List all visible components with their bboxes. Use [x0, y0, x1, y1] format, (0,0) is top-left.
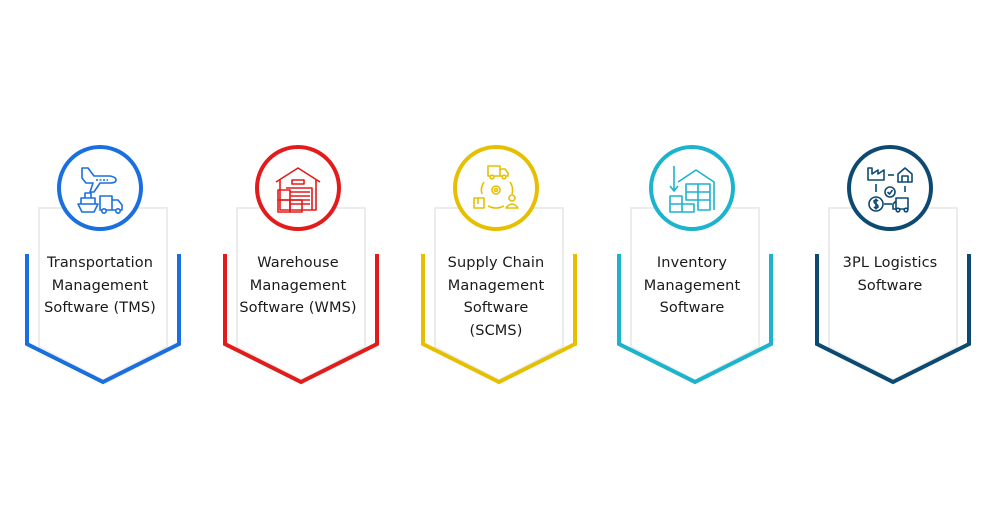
label-line: Management [643, 277, 741, 294]
card-label: Inventory Management Software [622, 252, 762, 320]
card-label: Warehouse Management Software (WMS) [228, 252, 368, 320]
card-tms: Transportation Management Software (TMS) [22, 140, 182, 390]
label-line: Supply Chain [447, 255, 545, 271]
label-line: 3PL Logistics [842, 255, 938, 271]
label-line: Management [249, 277, 347, 294]
card-label: Supply Chain Management Software (SCMS) [426, 252, 566, 342]
label-line: Software [463, 300, 529, 316]
3pl-logistics-icon [847, 145, 933, 231]
card-label: 3PL Logistics Software [820, 252, 960, 297]
card-frame [223, 207, 379, 385]
card-frame [25, 207, 181, 385]
transport-icon [57, 145, 143, 231]
supply-chain-icon [453, 145, 539, 231]
label-line: Software [857, 277, 923, 294]
label-line: Software (WMS) [239, 300, 357, 316]
card-inventory: Inventory Management Software [614, 140, 774, 390]
card-frame [815, 207, 971, 385]
label-line: Management [51, 277, 149, 294]
card-frame [617, 207, 773, 385]
inventory-icon [649, 145, 735, 231]
card-3pl: 3PL Logistics Software [812, 140, 972, 390]
label-line: Transportation [46, 255, 154, 271]
label-line: Management [447, 277, 545, 294]
warehouse-icon [255, 145, 341, 231]
label-line: (SCMS) [469, 322, 523, 339]
card-frame [421, 207, 577, 385]
label-line: Inventory [656, 255, 728, 271]
label-line: Warehouse [257, 255, 339, 271]
label-line: Software [659, 300, 725, 316]
card-scms: Supply Chain Management Software (SCMS) [418, 140, 578, 390]
card-label: Transportation Management Software (TMS) [30, 252, 170, 320]
card-wms: Warehouse Management Software (WMS) [220, 140, 380, 390]
label-line: Software (TMS) [44, 300, 156, 316]
